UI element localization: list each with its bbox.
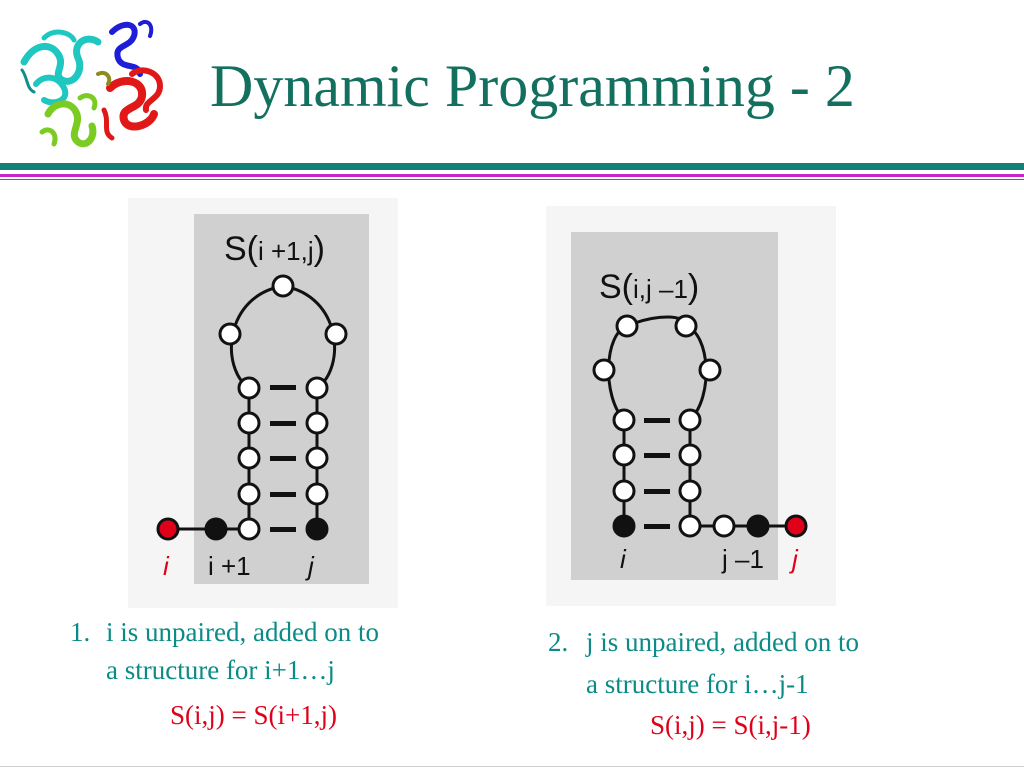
caption-1: 1. i is unpaired, added on to a structur… [70, 613, 470, 693]
diagram-label-args: i,j –1 [633, 274, 688, 304]
caption-number: 2. [548, 627, 569, 657]
svg-text:S(i,j –1): S(i,j –1) [599, 268, 699, 306]
diagram-j-unpaired: S(i,j –1) i j –1 j [546, 206, 836, 606]
title-divider-magenta [0, 174, 1024, 177]
label-j-minus-1: j –1 [721, 544, 764, 574]
label-i: i [163, 551, 170, 581]
diagram-label-prefix: S( [599, 268, 634, 306]
svg-text:S(i +1,j): S(i +1,j) [224, 230, 325, 268]
caption-line-1: j is unpaired, added on to [586, 627, 859, 657]
label-j: j [789, 544, 799, 574]
recurrence-formula-2: S(i,j) = S(i,j-1) [650, 710, 811, 740]
caption-line-2: a structure for i…j-1 [586, 669, 809, 699]
diagram-panel-bg [571, 232, 778, 580]
caption-number: 1. [70, 617, 91, 647]
label-i-plus-1: i +1 [208, 551, 251, 581]
title-divider-teal [0, 163, 1024, 170]
recurrence-formula-1: S(i,j) = S(i+1,j) [170, 700, 337, 730]
footer-divider [0, 766, 1024, 767]
slide-title: Dynamic Programming - 2 [210, 53, 855, 119]
caption-2: 2. j is unpaired, added on to a structur… [548, 623, 968, 703]
caption-line-2: a structure for i+1…j [106, 655, 335, 685]
diagram-label-prefix: S( [224, 230, 259, 268]
label-j: j [305, 551, 315, 581]
title-divider-magenta-thin [0, 179, 1024, 180]
diagram-i-unpaired: S(i +1,j) i i +1 j [128, 198, 398, 608]
diagram-label-suffix: ) [688, 268, 699, 306]
caption-line-1: i is unpaired, added on to [106, 617, 379, 647]
diagram-label-suffix: ) [314, 230, 325, 268]
protein-structure-logo [20, 19, 163, 148]
diagram-label-args: i +1,j [258, 236, 314, 266]
label-i: i [620, 544, 627, 574]
